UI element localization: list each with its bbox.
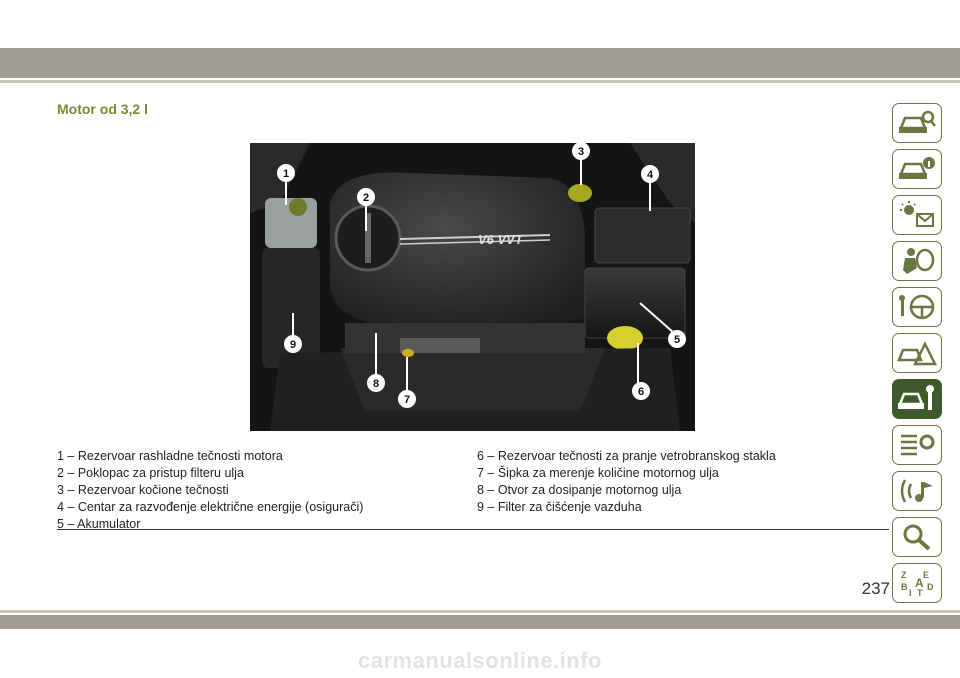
legend-item: 1 – Rezervoar rashladne tečnosti motora (57, 449, 283, 463)
legend-right: 6 – Rezervoar tečnosti za pranje vetrobr… (477, 448, 776, 516)
legend-item: 3 – Rezervoar kočione tečnosti (57, 483, 229, 497)
tab-search[interactable] (892, 517, 942, 557)
svg-text:5: 5 (674, 334, 680, 346)
footer-band-line (0, 610, 960, 613)
callout-4: 4 (641, 165, 659, 183)
header-band-line (0, 80, 960, 83)
car-service-icon (898, 385, 934, 410)
fuse-box (594, 207, 691, 264)
legend-item: 2 – Poklopac za pristup filteru ulja (57, 466, 244, 480)
tab-warning-lights[interactable] (892, 195, 942, 235)
engine-bay-image: V6 VVT 1 2 3 (250, 143, 695, 431)
svg-text:6: 6 (638, 386, 644, 398)
callout-9: 9 (284, 335, 302, 353)
specs-gear-icon (901, 434, 935, 456)
svg-text:1: 1 (283, 168, 289, 180)
callout-1: 1 (277, 164, 295, 182)
svg-text:Z: Z (901, 570, 907, 580)
legend-left: 1 – Rezervoar rashladne tečnosti motora … (57, 448, 363, 533)
steering-wheel-icon (899, 294, 935, 320)
warning-lights-icon (900, 201, 934, 227)
svg-text:A: A (915, 576, 924, 590)
tab-car-service[interactable] (892, 379, 942, 419)
callout-2: 2 (357, 188, 375, 206)
svg-text:8: 8 (373, 378, 379, 390)
tab-car-search[interactable] (892, 103, 942, 143)
svg-text:E: E (923, 570, 929, 580)
tab-steering-wheel[interactable] (892, 287, 942, 327)
legend-item: 6 – Rezervoar tečnosti za pranje vetrobr… (477, 449, 776, 463)
roadside-warning-icon (897, 341, 937, 366)
svg-text:T: T (917, 588, 923, 598)
callout-3: 3 (572, 143, 590, 160)
air-filter-box (262, 248, 320, 368)
callout-7: 7 (398, 390, 416, 408)
engine-cover-text: V6 VVT (478, 232, 524, 247)
legend-item: 8 – Otvor za dosipanje motornog ulja (477, 483, 682, 497)
page-number: 237 (861, 579, 890, 598)
car-search-icon (899, 110, 936, 133)
svg-text:7: 7 (404, 394, 410, 406)
magnifier-icon (903, 524, 931, 551)
header-band (0, 48, 960, 78)
legend-item: 7 – Šipka za merenje količine motornog u… (477, 466, 719, 480)
legend-item: 9 – Filter za čišćenje vazduha (477, 500, 642, 514)
brake-fluid-reservoir (568, 184, 592, 202)
svg-text:B: B (901, 582, 908, 592)
footer-band (0, 615, 960, 629)
legend-item: 5 – Akumulator (57, 517, 141, 531)
tab-car-info[interactable] (892, 149, 942, 189)
svg-text:D: D (927, 582, 934, 592)
car-info-icon (899, 157, 935, 179)
multimedia-icon (900, 479, 933, 503)
washer-reservoir (607, 326, 643, 350)
callout-8: 8 (367, 374, 385, 392)
callout-5: 5 (668, 330, 686, 348)
section-divider (57, 529, 889, 530)
tab-roadside-warning[interactable] (892, 333, 942, 373)
engine-cover (330, 172, 585, 332)
svg-text:2: 2 (363, 192, 369, 204)
svg-text:I: I (909, 588, 912, 598)
battery (584, 267, 686, 339)
tab-multimedia[interactable] (892, 471, 942, 511)
svg-text:9: 9 (290, 339, 296, 351)
legend-item: 4 – Centar za razvođenje električne ener… (57, 500, 364, 514)
section-title: Motor od 3,2 l (57, 101, 148, 117)
svg-text:3: 3 (578, 146, 584, 158)
watermark: carmanualsonline.info (358, 648, 602, 673)
svg-text:4: 4 (647, 169, 654, 181)
tab-airbag-seat[interactable] (892, 241, 942, 281)
tab-specs[interactable] (892, 425, 942, 465)
airbag-seat-icon (903, 248, 935, 274)
callout-6: 6 (632, 382, 650, 400)
